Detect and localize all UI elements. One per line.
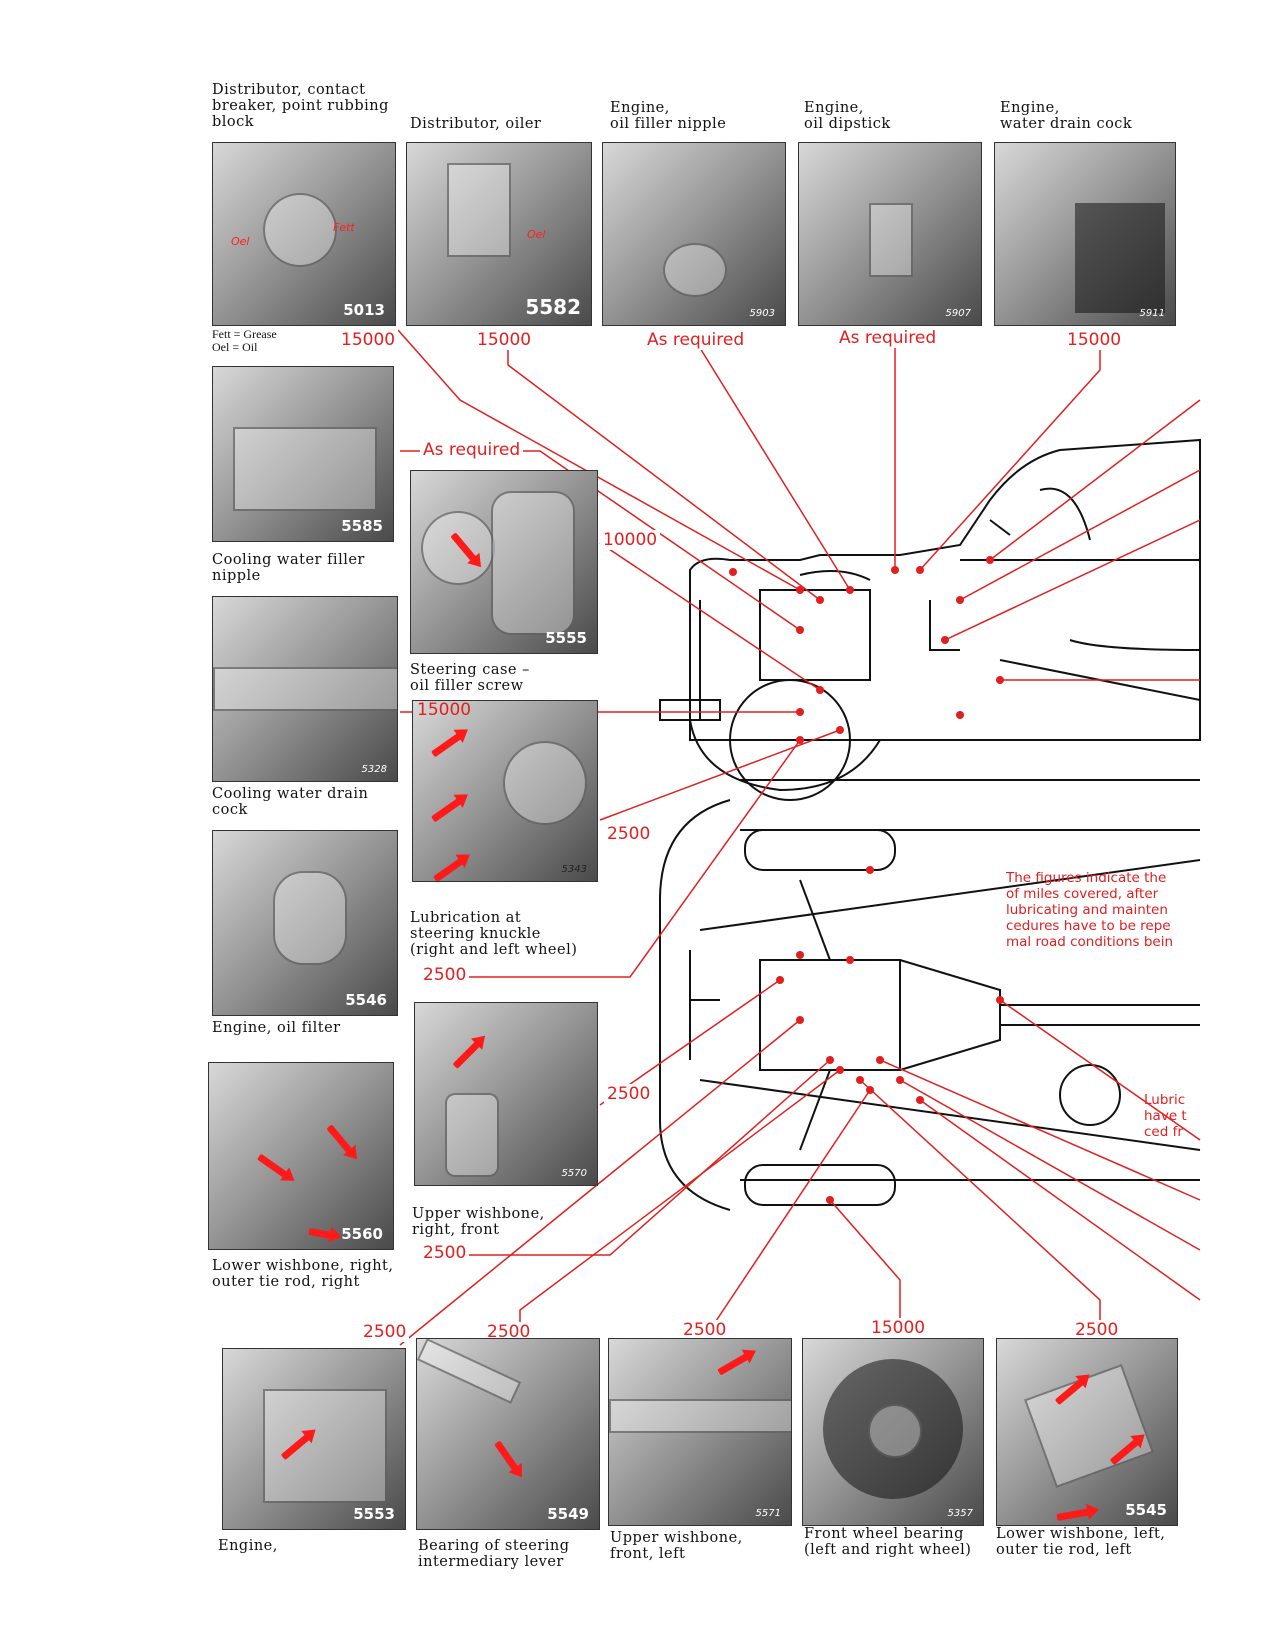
photo-number: 5571 [755,1508,781,1519]
caption-engine-oil-filter: Engine, oil filter [212,1020,341,1036]
note-figures-indicate: The figures indicate the of miles covere… [1006,870,1174,950]
photo-cooling-water-filler: 5585 [212,366,394,542]
interval-lower-wishbone-left: 2500 [1072,1320,1122,1340]
photo-number: 5013 [343,301,385,319]
photo-lower-wishbone-left: 5545 [996,1338,1178,1526]
caption-engine-oil-filler: Engine, oil filler nipple [610,100,727,132]
photo-engine-oil-filter: 5546 [212,830,398,1016]
interval-engine-bottom: 2500 [360,1322,410,1342]
photo-distributor-oiler: Oel 5582 [406,142,592,326]
photo-number: 5582 [525,295,581,319]
caption-lower-wishbone-right: Lower wishbone, right, outer tie rod, ri… [212,1258,394,1290]
interval-distributor-oiler: 15000 [474,330,535,350]
photo-lower-wishbone-right: 5560 [208,1062,394,1250]
photo-steering-knuckle: 5343 [412,700,598,882]
car-side-view [659,438,1201,801]
photo-number: 5903 [749,308,775,319]
interval-steering-knuckle-top: 15000 [417,700,472,720]
photo-number: 5570 [561,1168,587,1179]
caption-distributor-oiler: Distributor, oiler [410,116,542,132]
interval-engine-oil-filler: As required [644,330,748,350]
photo-number: 5553 [353,1505,395,1523]
interval-distributor-contact: 15000 [338,330,399,350]
caption-steering-knuckle: Lubrication at steering knuckle (right a… [410,910,578,958]
photo-number: 5545 [1125,1501,1167,1519]
photo-number: 5555 [545,629,587,647]
photo-number: 5546 [345,991,387,1009]
photo-number: 5560 [341,1225,383,1243]
interval-steering-intermediary: 2500 [484,1322,534,1342]
caption-upper-wishbone-right: Upper wishbone, right, front [412,1206,545,1238]
photo-steering-intermediary: 5549 [416,1338,600,1530]
photo-number: 5911 [1139,308,1165,319]
caption-engine-water-drain: Engine, water drain cock [1000,100,1133,132]
photo-number: 5585 [341,517,383,535]
interval-steering-case: 10000 [600,530,661,550]
car-top-view [659,799,1201,1211]
legend-fett-oel: Fett = Grease Oel = Oil [212,327,277,354]
caption-engine-bottom: Engine, [218,1538,278,1554]
interval-lower-wishbone-right: 2500 [420,1243,470,1263]
caption-upper-wishbone-left: Upper wishbone, front, left [610,1530,743,1562]
photo-upper-wishbone-left: 5571 [608,1338,792,1526]
caption-steering-case: Steering case – oil filler screw [410,662,530,694]
photo-engine-bottom: 5553 [222,1348,406,1530]
photo-number: 5907 [945,308,971,319]
caption-front-wheel-bearing: Front wheel bearing (left and right whee… [804,1526,972,1558]
interval-front-wheel-bearing: 15000 [868,1318,929,1338]
photo-upper-wishbone-right: 5570 [414,1002,598,1186]
caption-steering-intermediary: Bearing of steering intermediary lever [418,1538,570,1570]
label-oel: Oel [527,228,546,241]
caption-cooling-water-drain: Cooling water drain cock [212,786,369,818]
photo-number: 5357 [947,1508,973,1519]
interval-engine-oil-dipstick: As required [836,328,940,348]
photo-cooling-water-drain: 5328 [212,596,398,782]
photo-engine-oil-filler: 5903 [602,142,786,326]
photo-number: 5328 [361,764,387,775]
photo-engine-water-drain: 5911 [994,142,1176,326]
photo-steering-case: 5555 [410,470,598,654]
caption-cooling-water-filler: Cooling water filler nipple [212,552,365,584]
interval-engine-water-drain: 15000 [1064,330,1125,350]
photo-number: 5343 [561,864,587,875]
interval-cooling-water-filler: As required [420,440,524,460]
leader-lines [397,329,1201,1346]
photo-number: 5549 [547,1505,589,1523]
caption-distributor-contact-breaker: Distributor, contact breaker, point rubb… [212,82,389,130]
photo-engine-oil-dipstick: 5907 [798,142,982,326]
photo-distributor-contact-breaker: Fett Oel 5013 [212,142,396,326]
lube-points [729,556,1004,1204]
caption-lower-wishbone-left: Lower wishbone, left, outer tie rod, lef… [996,1526,1166,1558]
caption-engine-oil-dipstick: Engine, oil dipstick [804,100,891,132]
interval-steering-knuckle-bottom: 2500 [420,965,470,985]
photo-front-wheel-bearing: 5357 [802,1338,984,1526]
interval-upper-wishbone-left: 2500 [680,1320,730,1340]
note-lubric: Lubric have t ced fr [1144,1092,1187,1140]
label-oel: Oel [231,235,250,248]
interval-steering-knuckle-right: 2500 [604,824,654,844]
label-fett: Fett [333,221,355,234]
interval-upper-wishbone-right: 2500 [604,1084,654,1104]
